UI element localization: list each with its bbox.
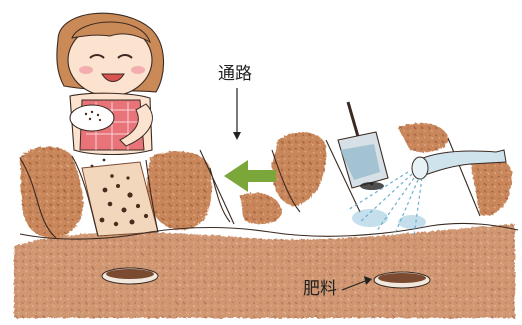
gardener-girl [56,12,165,155]
hoe-tool [337,101,389,190]
soil-mound-lower [14,224,515,318]
furrow-outlines [19,137,519,240]
passage-label: 通路 [218,64,252,84]
water-puddles [352,209,426,229]
right-arrow-icon [341,276,372,291]
left-arrow-icon [224,160,276,192]
fertilizer-patch-right [373,271,431,289]
water-spray [347,171,423,237]
watering-can-spout-icon [411,149,507,180]
fertilizer-label: 肥料 [303,279,337,299]
soil-ridges [20,123,512,239]
seed-bowl [69,104,115,132]
fertilizer-patch-left [101,267,159,285]
down-arrow-icon [233,88,241,140]
